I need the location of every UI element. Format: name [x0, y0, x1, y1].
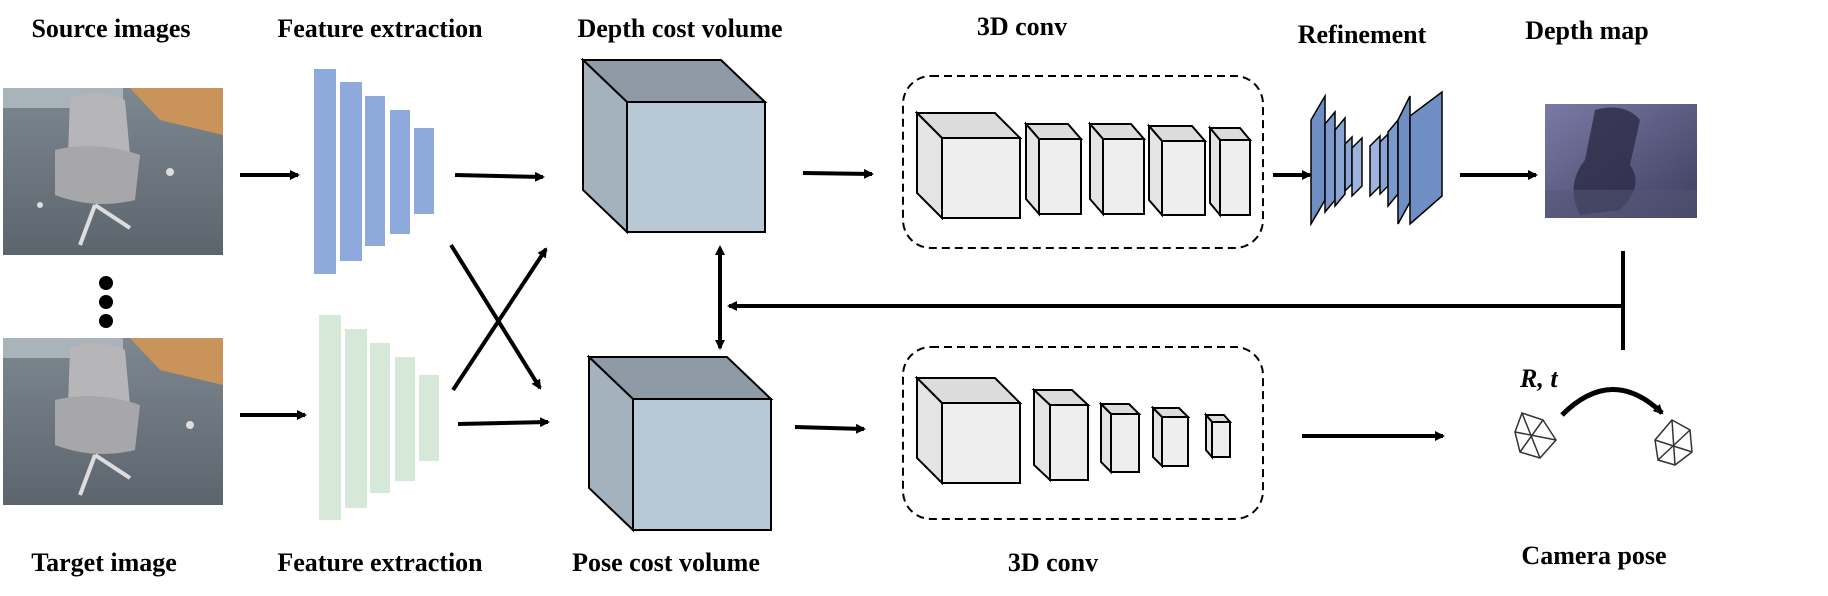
feature-extractor-bottom	[319, 315, 439, 520]
conv-layer	[1098, 401, 1142, 475]
label-feature-extraction-bottom: Feature extraction	[277, 548, 483, 577]
arrow-depth-volume-to-conv	[802, 168, 874, 179]
conv-layer	[914, 110, 1023, 221]
feature-extractor-top	[314, 69, 434, 274]
conv-layer	[1031, 387, 1091, 483]
conv-layer	[1207, 125, 1253, 218]
label-target-image: Target image	[31, 548, 177, 577]
conv-layer	[1023, 121, 1084, 217]
label-feature-extraction-top: Feature extraction	[277, 14, 483, 43]
conv-layer	[1146, 123, 1208, 218]
refinement-network	[1310, 90, 1443, 227]
depth-cost-volume-cube	[580, 57, 768, 235]
label-source-images: Source images	[31, 14, 191, 43]
label-3d-conv-top: 3D conv	[976, 12, 1068, 41]
arrow-cross-bottom-to-depth	[451, 247, 548, 392]
label-pose-cost-volume: Pose cost volume	[572, 548, 760, 577]
conv3d-block-top	[902, 75, 1264, 249]
arrow-features-top-to-depth-volume	[454, 171, 545, 182]
pose-cost-volume-cube	[586, 354, 774, 533]
label-refinement: Refinement	[1297, 20, 1427, 49]
camera-source-icon	[1514, 412, 1557, 459]
source-image	[3, 88, 223, 255]
conv-layer	[1203, 412, 1233, 460]
label-depth-cost-volume: Depth cost volume	[577, 14, 783, 43]
arrow-cross-top-to-pose	[449, 243, 542, 390]
conv-layer	[1087, 121, 1147, 217]
label-depth-map: Depth map	[1525, 16, 1649, 45]
ellipsis-dots	[99, 276, 113, 328]
depth-map-image	[1545, 104, 1697, 218]
conv3d-block-bottom	[902, 346, 1264, 520]
camera-target-icon	[1654, 419, 1693, 466]
conv-layer	[1150, 405, 1191, 469]
rotation-arc-arrow	[1560, 387, 1664, 417]
arrow-features-bottom-to-pose-volume	[457, 417, 550, 428]
label-camera-pose: Camera pose	[1521, 541, 1667, 570]
target-image	[3, 338, 223, 505]
label-rotation-translation: R, t	[1520, 364, 1558, 393]
conv-layer	[914, 375, 1023, 486]
label-3d-conv-bottom: 3D conv	[1007, 548, 1099, 577]
arrow-pose-volume-to-conv	[794, 423, 866, 434]
